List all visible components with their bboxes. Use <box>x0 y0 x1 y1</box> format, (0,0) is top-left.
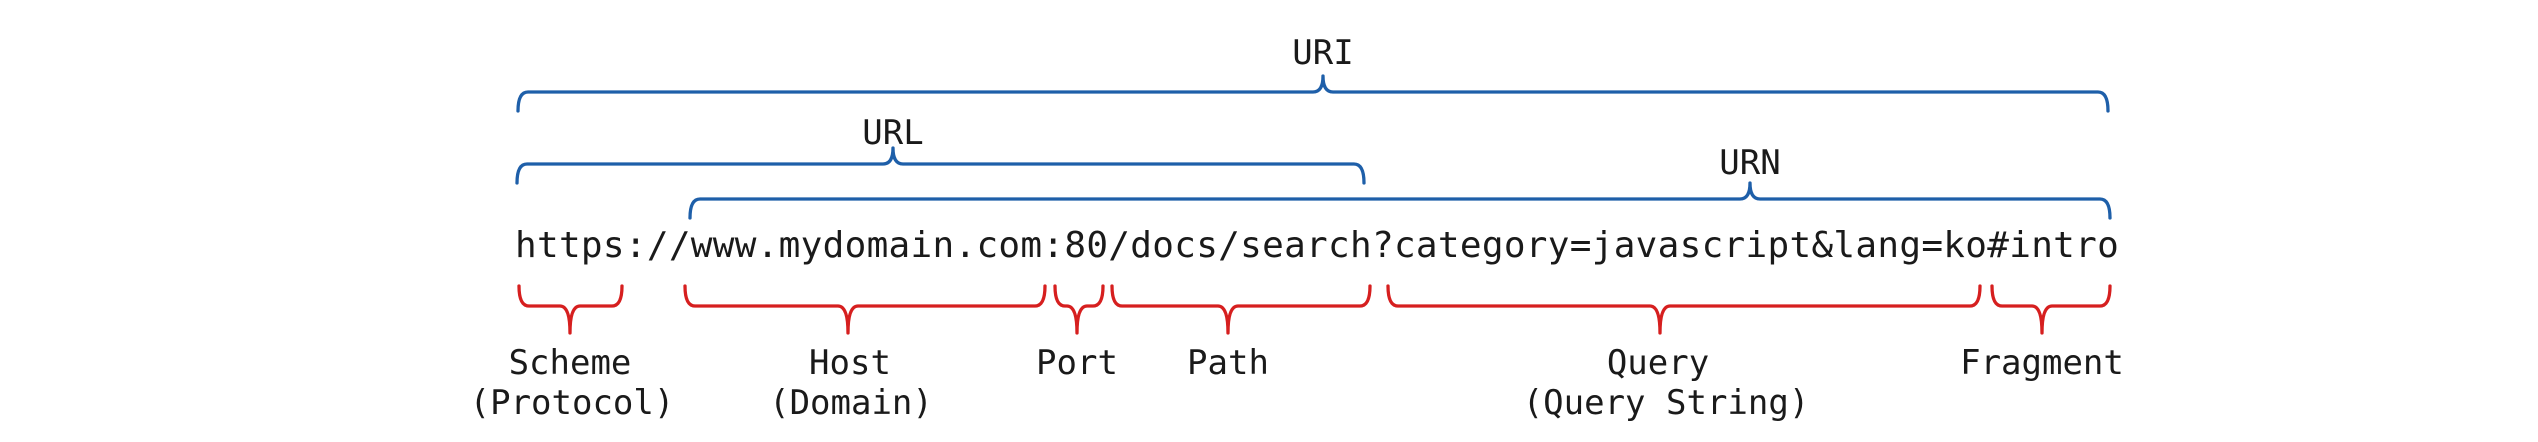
host-sublabel: (Domain) <box>769 383 933 423</box>
scheme-brace <box>517 284 624 335</box>
query-brace <box>1386 284 1982 335</box>
url-brace <box>515 146 1366 185</box>
port-brace <box>1053 284 1105 335</box>
path-brace <box>1110 284 1372 335</box>
uri-brace <box>516 74 2110 113</box>
host-brace <box>683 284 1047 335</box>
scheme-sublabel: (Protocol) <box>469 383 675 423</box>
port-label: Port <box>1036 343 1118 383</box>
query-label: Query <box>1606 343 1710 383</box>
urn-label: URN <box>1719 143 1781 183</box>
fragment-brace <box>1990 284 2112 335</box>
host-label: Host <box>809 343 891 383</box>
path-label: Path <box>1187 343 1269 383</box>
url-label: URL <box>862 113 924 153</box>
uri-label: URI <box>1292 33 1354 73</box>
fragment-label: Fragment <box>1960 343 2124 383</box>
url-text: https://www.mydomain.com:80/docs/search?… <box>515 225 2120 266</box>
query-sublabel: (Query String) <box>1522 383 1810 423</box>
scheme-label: Scheme <box>508 343 632 383</box>
urn-brace <box>688 181 2112 220</box>
